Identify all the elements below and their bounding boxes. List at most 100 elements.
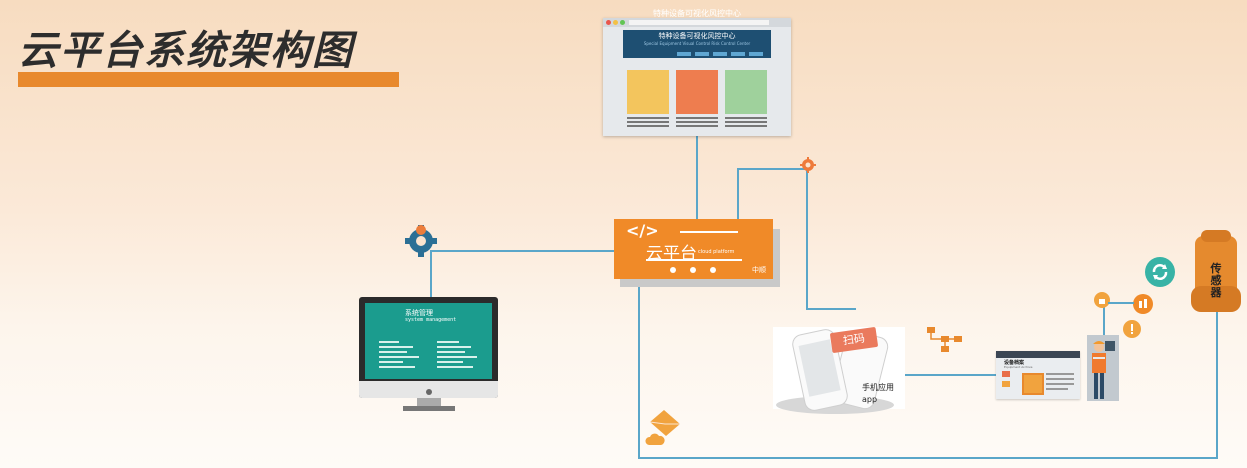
screen-line (379, 351, 407, 353)
connector-cloud-bottom (638, 287, 640, 459)
cloud-bar (680, 231, 738, 233)
archive-card-title: 设备档案 (1004, 360, 1025, 366)
connector-gear-down (806, 168, 808, 310)
dashboard-line (676, 121, 718, 123)
gear-icon (800, 157, 816, 173)
dashboard-line (725, 121, 767, 123)
nav-block (695, 52, 709, 56)
connector-phone-doc (905, 374, 996, 376)
monitor-stand (417, 398, 441, 406)
nav-block (731, 52, 745, 56)
browser-page-subtitle: Special Equipment Visual Control Risk Co… (643, 41, 751, 46)
connector-gear-top (737, 168, 807, 170)
screen-line (379, 361, 403, 363)
refresh-arrows-icon (1152, 264, 1168, 280)
nav-block (677, 52, 691, 56)
cloud-dot (670, 267, 676, 273)
dashboard-card-orange (676, 70, 718, 114)
connector-gear-right (806, 308, 856, 310)
risk-control-center-browser: 特种设备可视化风控中心 特种设备可视化风控中心 Special Equipmen… (603, 9, 791, 136)
mobile-app-sublabel: app (862, 395, 878, 404)
connector-cloud-gear (737, 168, 739, 220)
sensor-cap (1201, 230, 1231, 242)
lock-icon (1094, 292, 1110, 308)
sensor-label-char: 感 (1210, 274, 1222, 287)
sensor-device (1191, 230, 1241, 312)
nav-block (713, 52, 727, 56)
worker-icon (1092, 341, 1106, 399)
screen-line (379, 346, 413, 348)
chart-icon (1133, 294, 1153, 314)
screen-line (379, 341, 399, 343)
dashboard-card-green (725, 70, 767, 114)
refresh-icon (1145, 257, 1175, 287)
monitor-title: 系统管理 (405, 309, 433, 317)
dashboard-line (725, 125, 767, 127)
title-underline (18, 72, 399, 87)
cloud-vendor-label: 中顺 (752, 266, 766, 274)
dashboard-line (676, 117, 718, 119)
screen-line (437, 341, 459, 343)
browser-page-title: 特种设备可视化风控中心 (658, 32, 736, 40)
connector-browser-cloud (696, 136, 698, 220)
qr-code-icon (1022, 373, 1044, 395)
address-bar (629, 20, 769, 25)
icon-link (1108, 302, 1134, 304)
archive-red-block (1002, 371, 1010, 377)
archive-line (1046, 383, 1074, 385)
browser-toolbar (603, 18, 791, 27)
cloud-icon (645, 433, 665, 445)
mobile-app-label: 手机应用 (862, 383, 894, 392)
power-button-icon (426, 389, 432, 395)
flowchart-icon (927, 327, 962, 352)
settings-gear-icon (405, 225, 437, 257)
panel-screen (1105, 341, 1115, 351)
screen-line (437, 361, 463, 363)
connector-sensor-down (1216, 312, 1218, 459)
screen-line (379, 366, 415, 368)
icon-link (1108, 304, 1110, 328)
alert-icon (1123, 320, 1141, 338)
page-title: 云平台系统架构图 (18, 28, 354, 74)
dashboard-line (627, 117, 669, 119)
archive-line (1046, 373, 1074, 375)
archive-orange-block (1002, 381, 1010, 387)
code-icon: </> (626, 221, 659, 240)
dashboard-line (627, 121, 669, 123)
connector-panel-icons (1103, 300, 1105, 336)
sensor-label-char: 传 (1210, 262, 1222, 275)
sensor-label-char: 器 (1210, 286, 1222, 299)
archive-line (1046, 388, 1068, 390)
equipment-archive-card: 设备档案 Equipment Archive (996, 351, 1080, 399)
screen-line (437, 356, 477, 358)
dashboard-line (676, 125, 718, 127)
monitor-screen: 系统管理 system management (365, 303, 492, 379)
dashboard-card-yellow (627, 70, 669, 114)
browser-tab-title: 特种设备可视化风控中心 (653, 9, 741, 18)
sensor-base (1191, 286, 1241, 312)
dashboard-line (725, 117, 767, 119)
close-dot-icon (606, 20, 611, 25)
cloud-platform-box: </> 云平台 cloud platform 中顺 (614, 219, 773, 279)
minimize-dot-icon (613, 20, 618, 25)
browser-page-header: 特种设备可视化风控中心 Special Equipment Visual Con… (623, 30, 771, 58)
nav-block (749, 52, 763, 56)
monitor-subtitle: system management (405, 317, 457, 323)
screen-line (437, 346, 471, 348)
cloud-bar (646, 259, 742, 261)
sensor-label: 传感器 (1203, 263, 1229, 299)
screen-line (437, 351, 465, 353)
archive-card-header (996, 351, 1080, 358)
screen-line (379, 356, 419, 358)
archive-line (1046, 378, 1074, 380)
dashboard-line (627, 125, 669, 127)
cloud-dot (690, 267, 696, 273)
system-management-monitor: 系统管理 system management (359, 297, 498, 398)
cloud-dot (710, 267, 716, 273)
cloud-platform-title: 云平台 (646, 244, 697, 264)
archive-card-subtitle: Equipment Archive (1004, 365, 1033, 369)
monitor-foot (403, 406, 455, 411)
connector-bottom-rail (638, 457, 1218, 459)
cloud-platform-subtitle: cloud platform (698, 249, 735, 255)
maximize-dot-icon (620, 20, 625, 25)
